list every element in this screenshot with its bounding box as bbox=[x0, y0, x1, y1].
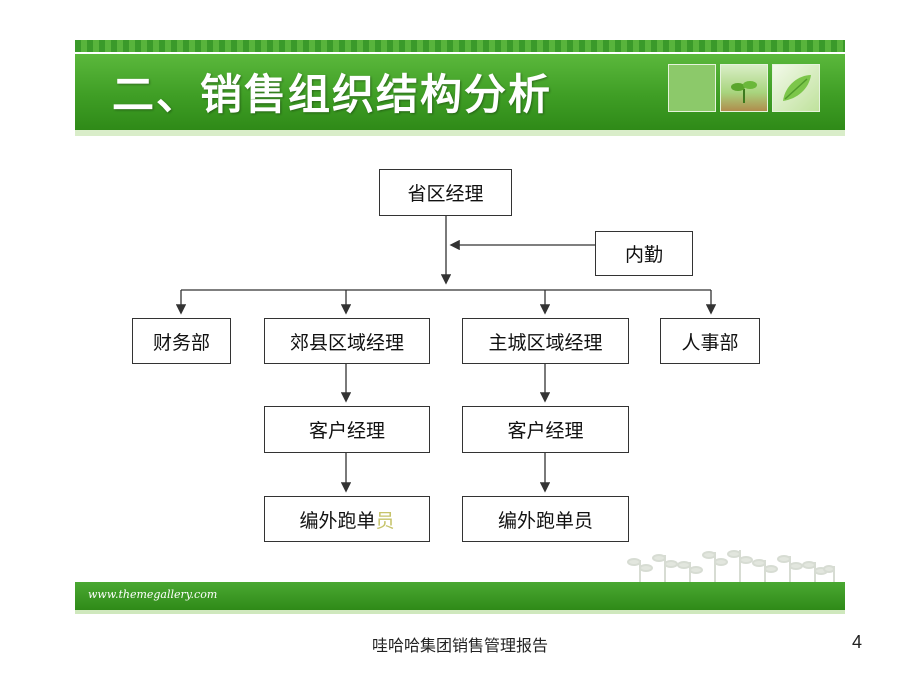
decorative-thumbnail-green bbox=[668, 64, 716, 112]
header-divider bbox=[75, 130, 845, 136]
footer-stripe bbox=[75, 610, 845, 614]
footer-bar bbox=[75, 582, 845, 610]
field-staff-left-highlight: 员 bbox=[375, 509, 395, 532]
leaf-image bbox=[772, 64, 820, 112]
node-account-manager-left: 客户经理 bbox=[264, 406, 430, 453]
title-banner bbox=[75, 54, 845, 130]
slide-title: 二、销售组织结构分析 bbox=[112, 70, 553, 119]
report-caption: 哇哈哈集团销售管理报告 bbox=[371, 636, 548, 655]
sprout-image bbox=[720, 64, 768, 112]
node-suburban-manager: 郊县区域经理 bbox=[264, 318, 430, 364]
header-stripe bbox=[75, 40, 845, 52]
node-account-manager-right: 客户经理 bbox=[462, 406, 629, 453]
node-finance-dept: 财务部 bbox=[132, 318, 231, 364]
node-provincial-manager: 省区经理 bbox=[379, 169, 512, 216]
node-assistant: 内勤 bbox=[595, 231, 693, 276]
field-staff-left-label: 编外跑单 bbox=[299, 509, 376, 532]
footer-site-url: www.themegallery.com bbox=[88, 588, 218, 601]
node-field-staff-left: 编外跑单员 bbox=[264, 496, 430, 542]
node-field-staff-right: 编外跑单员 bbox=[462, 496, 629, 542]
node-urban-manager: 主城区域经理 bbox=[462, 318, 629, 364]
node-hr-dept: 人事部 bbox=[660, 318, 760, 364]
page-number: 4 bbox=[852, 632, 863, 652]
